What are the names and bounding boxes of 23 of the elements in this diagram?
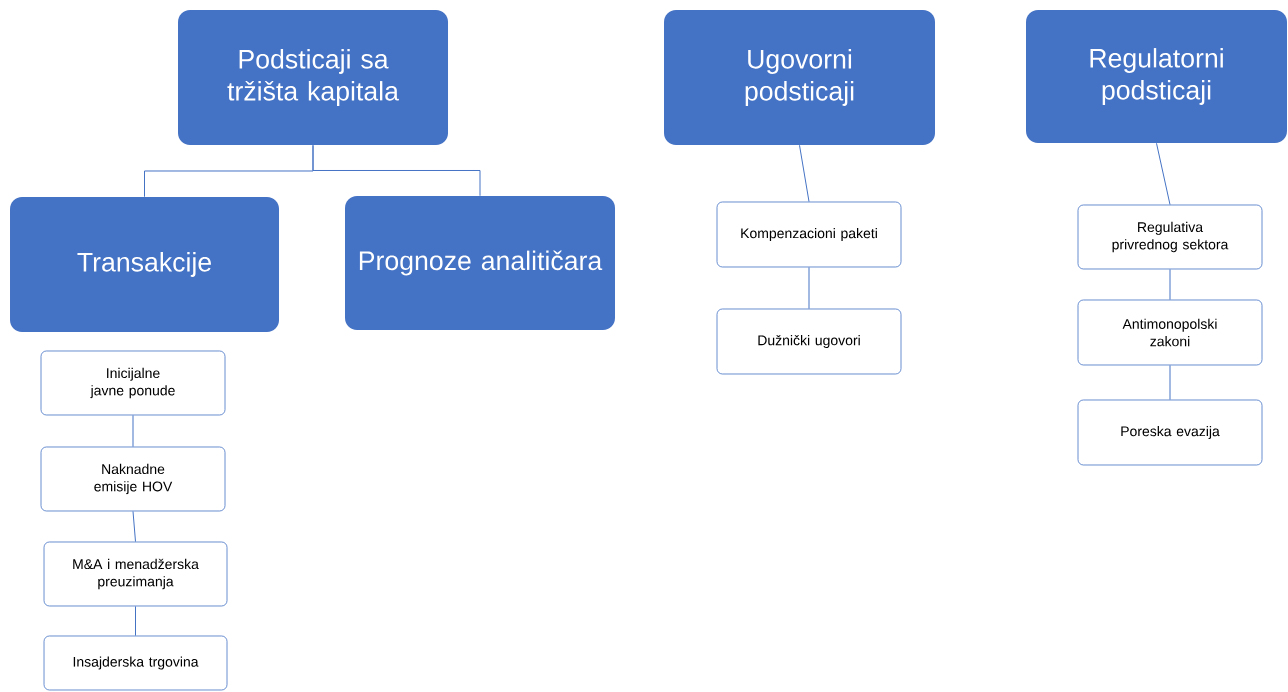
item-box: Insajderska trgovina bbox=[43, 635, 228, 691]
connector-line bbox=[132, 414, 134, 448]
category-box: Ugovorni podsticaji bbox=[664, 10, 935, 145]
connector-line bbox=[312, 144, 481, 197]
category-box: Prognoze analitičara bbox=[345, 196, 615, 330]
item-box: Kompenzacioni paketi bbox=[716, 201, 902, 268]
connector-line bbox=[135, 605, 136, 637]
connector-line bbox=[1156, 142, 1171, 206]
connector-line bbox=[1169, 268, 1171, 301]
category-box: Transakcije bbox=[10, 197, 279, 332]
item-box: M&A i menadžerska preuzimanja bbox=[43, 541, 228, 607]
item-box: Poreska evazija bbox=[1077, 399, 1263, 466]
connector-line bbox=[799, 144, 810, 203]
connector-line bbox=[808, 266, 810, 310]
connector-line bbox=[132, 510, 136, 543]
item-box: Antimonopolski zakoni bbox=[1077, 299, 1263, 366]
connector-line bbox=[1169, 364, 1171, 401]
item-box: Inicijalne javne ponude bbox=[40, 350, 226, 416]
item-box: Regulativa privrednog sektora bbox=[1077, 204, 1263, 270]
category-box: Regulatorni podsticaji bbox=[1026, 10, 1287, 143]
category-box: Podsticaji sa tržišta kapitala bbox=[178, 10, 448, 145]
item-box: Dužnički ugovori bbox=[716, 308, 902, 375]
item-box: Naknadne emisije HOV bbox=[40, 446, 226, 512]
